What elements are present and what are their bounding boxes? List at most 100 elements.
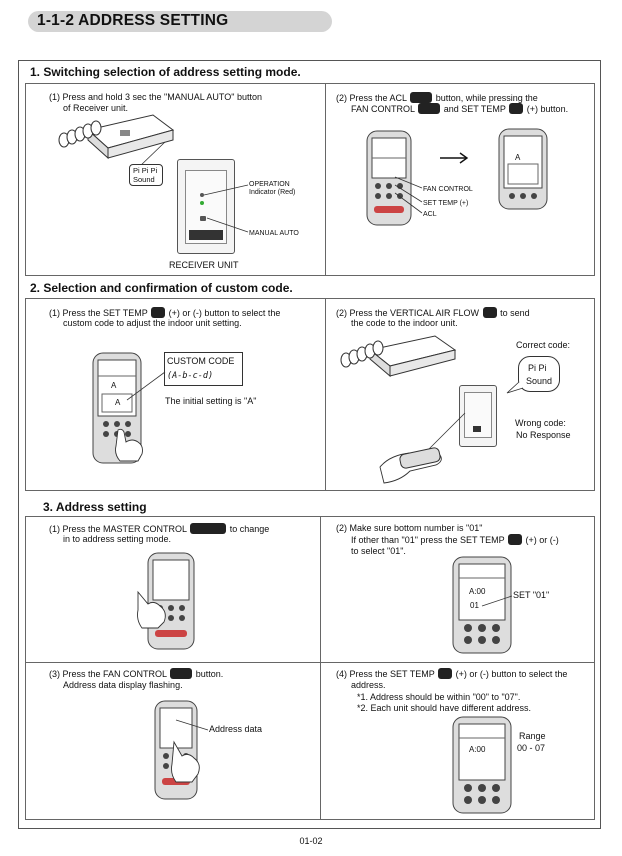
wrong-code-label: Wrong code: — [515, 418, 566, 428]
section2-left-panel — [25, 298, 326, 491]
set-temp-text: SET TEMP — [423, 200, 458, 207]
bubble-pointer — [137, 141, 166, 169]
s3-p4-note2: *2. Each unit should have different addr… — [357, 703, 531, 713]
page-title: 1-1-2 ADDRESS SETTING — [37, 12, 229, 29]
s3-p2-line3: to select "01". — [351, 546, 406, 556]
s3-p2-line2: If other than "01" press the SET TEMP (+… — [351, 534, 559, 547]
receiver-window — [189, 230, 223, 240]
range-label: Range — [519, 731, 546, 741]
status-led — [200, 201, 204, 205]
s3-p1-line2: in to address setting mode. — [63, 534, 172, 544]
s2-left-line1a: (1) Press the SET TEMP — [49, 308, 148, 318]
operation-sublabel: Indicator (Red) — [249, 189, 296, 196]
manual-auto-button[interactable] — [200, 216, 206, 221]
custom-code-leader — [126, 371, 166, 401]
no-response-label: No Response — [516, 430, 571, 440]
pi-pi-sound-bubble — [518, 356, 560, 392]
s3-p4-line1a: (4) Press the SET TEMP — [336, 669, 435, 679]
receiver-unit-label: RECEIVER UNIT — [169, 260, 239, 270]
master-control-icon — [190, 523, 227, 534]
fan-control-icon — [170, 668, 193, 679]
remote-control-2 — [498, 128, 548, 210]
s2-left-line1b: (+) or (-) button to select the — [168, 308, 281, 318]
address-data-leader — [175, 719, 209, 731]
sound-label: Sound — [526, 376, 553, 386]
s3-p3-line2: Address data display flashing. — [63, 680, 183, 690]
s3-p4-line1: (4) Press the SET TEMP (+) or (-) button… — [336, 668, 567, 681]
remote-control-1 — [366, 130, 412, 226]
custom-code-values: (A-b-c-d) — [167, 371, 214, 381]
set-temp-label: SET TEMP (+) — [423, 199, 468, 208]
page-number: 01-02 — [299, 836, 323, 846]
bubble-line2: Sound — [133, 175, 155, 184]
pi-sound-bubble: Pi Pi Pi Sound — [129, 164, 163, 186]
s3-p3-line1b: button. — [195, 669, 224, 679]
hand-pointer-icon — [137, 590, 166, 629]
set-temp-plus: (+) — [459, 200, 469, 207]
remote-control-5 — [452, 556, 512, 654]
s3-p2-line2b: (+) or (-) — [525, 535, 559, 545]
s2-left-line1: (1) Press the SET TEMP (+) or (-) button… — [49, 307, 280, 320]
s3-p4-note1: *1. Address should be within "00" to "07… — [357, 692, 521, 702]
set-01-leader — [481, 595, 513, 607]
s3-p3-line1a: (3) Press the FAN CONTROL — [49, 669, 167, 679]
s1-right-line2: FAN CONTROL and SET TEMP (+) button. — [351, 103, 568, 116]
content-frame — [18, 60, 601, 829]
acl-icon — [410, 92, 433, 103]
remote5-display-top: A:00 — [469, 587, 486, 596]
section1-left-panel — [25, 83, 326, 276]
receiver-leaders — [203, 184, 249, 233]
remote3-display-char-2: A — [115, 398, 121, 407]
s1-left-line1: (1) Press and hold 3 sec the "MANUAL AUT… — [49, 92, 262, 102]
remote7-display-top: A:00 — [469, 745, 486, 754]
remote-control-7 — [452, 716, 512, 814]
set-01-label: SET "01" — [513, 590, 550, 600]
s1-right-line1b: button, while pressing the — [435, 93, 538, 103]
s1-right-line2b: and SET TEMP — [443, 104, 506, 114]
manual-auto-label: MANUAL AUTO — [249, 230, 299, 237]
title-bar: 1-1-2 ADDRESS SETTING — [28, 11, 332, 32]
s3-p3-line1: (3) Press the FAN CONTROL button. — [49, 668, 223, 681]
indoor-unit-illustration — [58, 114, 175, 160]
receiver-window-2 — [473, 426, 481, 432]
s1-right-line1a: (2) Press the ACL — [336, 93, 407, 103]
correct-code-label: Correct code: — [516, 340, 571, 350]
section2-heading: 2. Selection and confirmation of custom … — [30, 281, 293, 295]
remote-control-3 — [92, 352, 142, 464]
s1-left-line2: of Receiver unit. — [63, 103, 129, 113]
range-values: 00 - 07 — [517, 743, 546, 753]
s3-p1-line1: (1) Press the MASTER CONTROL to change — [49, 523, 269, 536]
s3-p1-line1b: to change — [229, 524, 270, 534]
operation-label: OPERATION — [249, 181, 290, 188]
s3-p2-line1: (2) Make sure bottom number is "01" — [336, 523, 483, 533]
set-temp-icon — [508, 534, 522, 545]
section1-heading: 1. Switching selection of address settin… — [30, 65, 301, 79]
indoor-unit-illustration-2 — [340, 335, 457, 378]
vertical-air-flow-icon — [482, 307, 497, 318]
s2-right-line1b: to send — [500, 308, 530, 318]
remote5-display-bottom: 01 — [470, 601, 479, 610]
s1-right-line2a: FAN CONTROL — [351, 104, 415, 114]
set-temp-icon — [509, 103, 524, 114]
hand-remote-icon — [379, 412, 466, 484]
arrow-right-icon — [440, 152, 469, 164]
pi-pi-label: Pi Pi — [528, 363, 547, 373]
fan-control-icon — [418, 103, 441, 114]
s2-right-line2: the code to the indoor unit. — [351, 318, 458, 328]
s3-p4-line2: address. — [351, 680, 386, 690]
s3-p1-line1a: (1) Press the MASTER CONTROL — [49, 524, 187, 534]
s2-right-line1: (2) Press the VERTICAL AIR FLOW to send — [336, 307, 530, 320]
set-temp-icon — [151, 307, 166, 318]
set-temp-icon — [438, 668, 453, 679]
bubble-line1: Pi Pi Pi — [133, 166, 158, 175]
address-data-label: Address data — [209, 724, 263, 734]
bubble-tail — [506, 381, 524, 394]
remote2-display-char: A — [515, 153, 521, 162]
s3-p4-line1b: (+) or (-) button to select the — [455, 669, 568, 679]
s3-p2-line2a: If other than "01" press the SET TEMP — [351, 535, 505, 545]
operation-indicator-led — [200, 193, 204, 197]
hand-pointer-icon — [115, 428, 143, 462]
section3-heading: 3. Address setting — [43, 500, 147, 514]
s2-right-line1a: (2) Press the VERTICAL AIR FLOW — [336, 308, 480, 318]
custom-code-box — [164, 352, 243, 386]
